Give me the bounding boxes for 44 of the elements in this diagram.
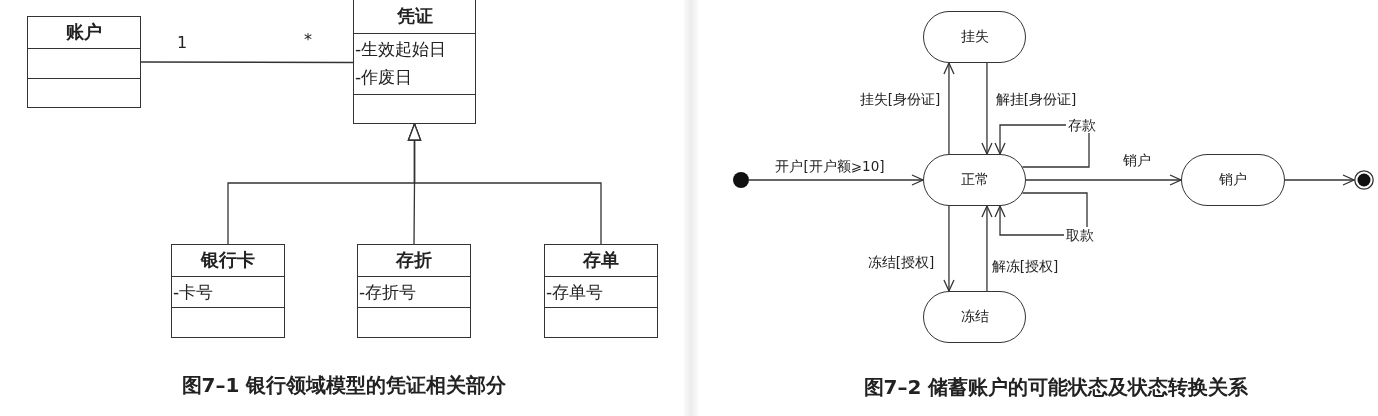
figure-caption: 图7–1 银行领域模型的凭证相关部分 <box>181 371 507 399</box>
class-name: 存折 <box>396 248 432 273</box>
class-name: 银行卡 <box>201 248 255 273</box>
transition-arrow <box>943 205 955 292</box>
state-box <box>923 11 1026 63</box>
edge-label: 挂失[身份证] <box>857 91 943 107</box>
class-name: 存单 <box>583 248 619 273</box>
state-name: 挂失 <box>960 28 989 46</box>
transition-arrow <box>981 62 993 155</box>
attribute-text: -存单号 <box>545 280 604 304</box>
transition-arrow <box>981 205 993 292</box>
transition-arrow <box>1284 174 1355 186</box>
class-box <box>353 0 476 124</box>
class-name: 账户 <box>66 20 102 45</box>
attribute-text: -卡号 <box>172 280 214 304</box>
state-box <box>1181 154 1285 206</box>
class-box <box>171 244 285 338</box>
generalization-arrow <box>407 123 602 245</box>
transition-arrow <box>943 62 955 155</box>
state-name: 正常 <box>960 171 989 189</box>
edge-label: 取款 <box>1064 227 1096 243</box>
state-box <box>923 154 1026 206</box>
state-box <box>923 291 1026 343</box>
edge-label: 解冻[授权] <box>989 258 1061 274</box>
edge-label: 解挂[身份证] <box>993 91 1079 107</box>
edge-label: 开户[开户额⩾10] <box>773 158 887 174</box>
class-box <box>357 244 471 338</box>
attribute-text: -存折号 <box>358 280 417 304</box>
initial-state <box>733 172 749 188</box>
class-name: 凭证 <box>396 4 433 29</box>
figure-caption: 图7–2 储蓄账户的可能状态及状态转换关系 <box>863 373 1249 401</box>
class-box <box>544 244 658 338</box>
final-state <box>1354 170 1374 190</box>
transition-arrow <box>1025 174 1182 186</box>
association-line <box>140 61 354 64</box>
edge-label: 存款 <box>1066 117 1098 133</box>
edge-label: 销户 <box>1121 152 1153 168</box>
state-name: 销户 <box>1219 171 1247 189</box>
class-box <box>27 16 141 108</box>
state-name: 冻结 <box>960 308 989 326</box>
attribute-text: -生效起始日 <box>354 37 447 61</box>
transition-arrow <box>748 174 924 186</box>
attribute-text: -作废日 <box>354 65 413 89</box>
edge-label: 冻结[授权] <box>865 254 937 270</box>
